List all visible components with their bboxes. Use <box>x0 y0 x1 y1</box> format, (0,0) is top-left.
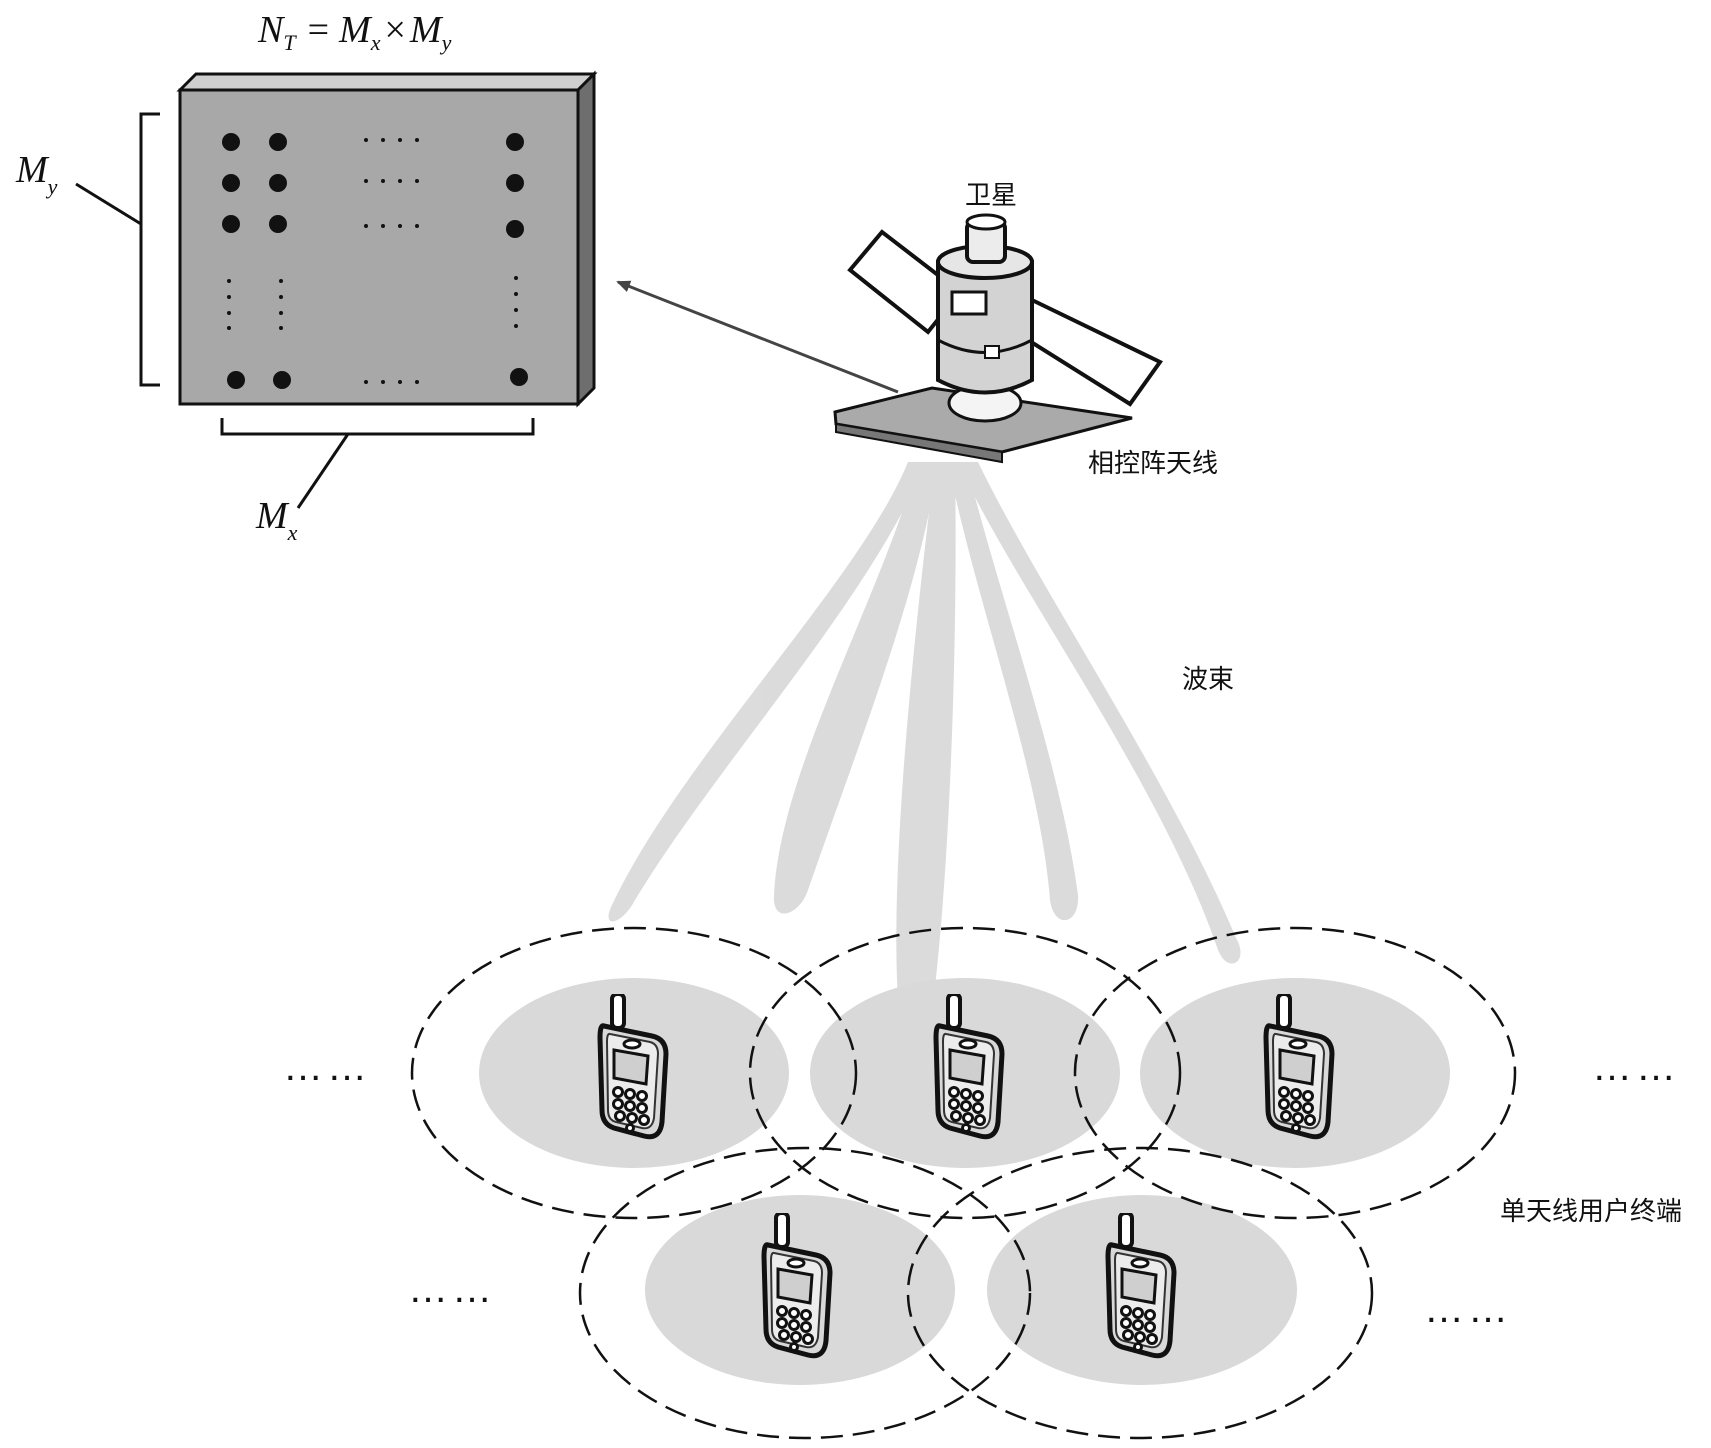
mx-bracket <box>222 418 533 434</box>
antenna-array-panel <box>76 74 594 508</box>
array-element <box>273 371 291 389</box>
mx-label: Mx <box>255 495 298 545</box>
satellite-label: 卫星 <box>965 181 1017 211</box>
beam-5 <box>958 462 1241 964</box>
array-size-formula: NT=Mx×My <box>257 9 452 55</box>
array-element <box>222 174 240 192</box>
array-element <box>506 133 524 151</box>
satellite-body <box>938 262 1032 393</box>
array-element <box>510 368 528 386</box>
array-element <box>269 133 287 151</box>
solar-panel-right <box>1012 300 1160 404</box>
ellipsis-left-top: …… <box>283 1045 371 1089</box>
satellite <box>835 215 1160 462</box>
array-element <box>222 215 240 233</box>
array-element <box>222 133 240 151</box>
ellipsis-right-bottom: …… <box>1424 1287 1512 1331</box>
array-element <box>506 174 524 192</box>
phased-array-antenna-label: 相控阵天线 <box>1088 449 1218 479</box>
beam-label: 波束 <box>1182 665 1234 695</box>
ellipsis-left-bottom: …… <box>408 1267 496 1311</box>
array-element <box>269 174 287 192</box>
user-terminal-label: 单天线用户终端 <box>1500 1197 1682 1227</box>
array-element <box>269 215 287 233</box>
my-bracket <box>141 114 160 385</box>
coverage-cells <box>412 928 1515 1438</box>
array-element <box>506 220 524 238</box>
beam-1 <box>609 462 926 921</box>
zoom-arrow <box>618 282 898 392</box>
my-label: My <box>15 149 58 199</box>
array-element <box>227 371 245 389</box>
ellipsis-right-top: …… <box>1592 1045 1680 1089</box>
